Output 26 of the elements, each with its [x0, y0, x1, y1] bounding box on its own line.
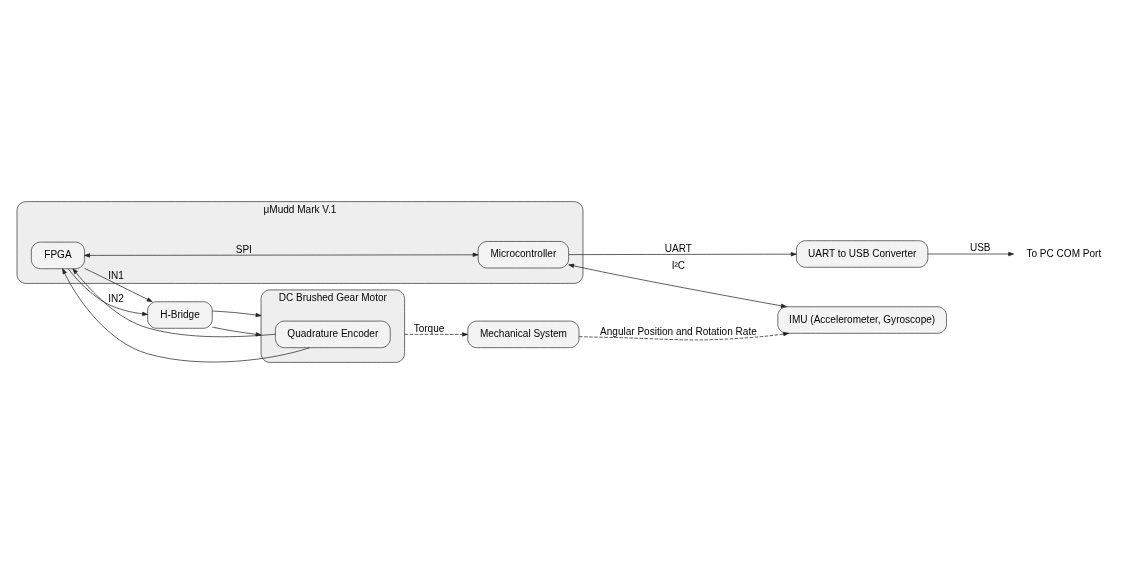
node-box: FPGA — [31, 241, 85, 269]
arrow — [404, 331, 468, 336]
edge-label: IN2 — [108, 292, 124, 304]
node-box: Mechanical System — [467, 320, 580, 348]
arrow — [84, 252, 479, 257]
arrow — [568, 263, 787, 308]
node-box: H-Bridge — [147, 300, 213, 329]
edge-label: SPI — [235, 243, 252, 255]
arrow — [72, 267, 276, 337]
edge-label: IN1 — [108, 269, 124, 281]
arrow — [568, 251, 797, 256]
edge-label: Torque — [413, 322, 445, 334]
node-box: UART to USB Converter — [796, 239, 929, 268]
edge-label: UART — [664, 242, 692, 254]
arrow — [84, 267, 153, 302]
arrow — [212, 310, 262, 317]
arrow — [927, 251, 1014, 256]
edge-label: USB — [969, 241, 991, 253]
edge-label: Angular Position and Rotation Rate — [600, 325, 757, 337]
arrow — [212, 326, 262, 336]
edge-label: I²C — [671, 259, 686, 271]
arrow — [67, 267, 148, 316]
node-text: To PC COM Port — [1026, 247, 1102, 259]
arrow — [578, 331, 789, 340]
node-box: Quadrature Encoder — [275, 320, 391, 348]
node-box: Microcontroller — [477, 240, 569, 268]
